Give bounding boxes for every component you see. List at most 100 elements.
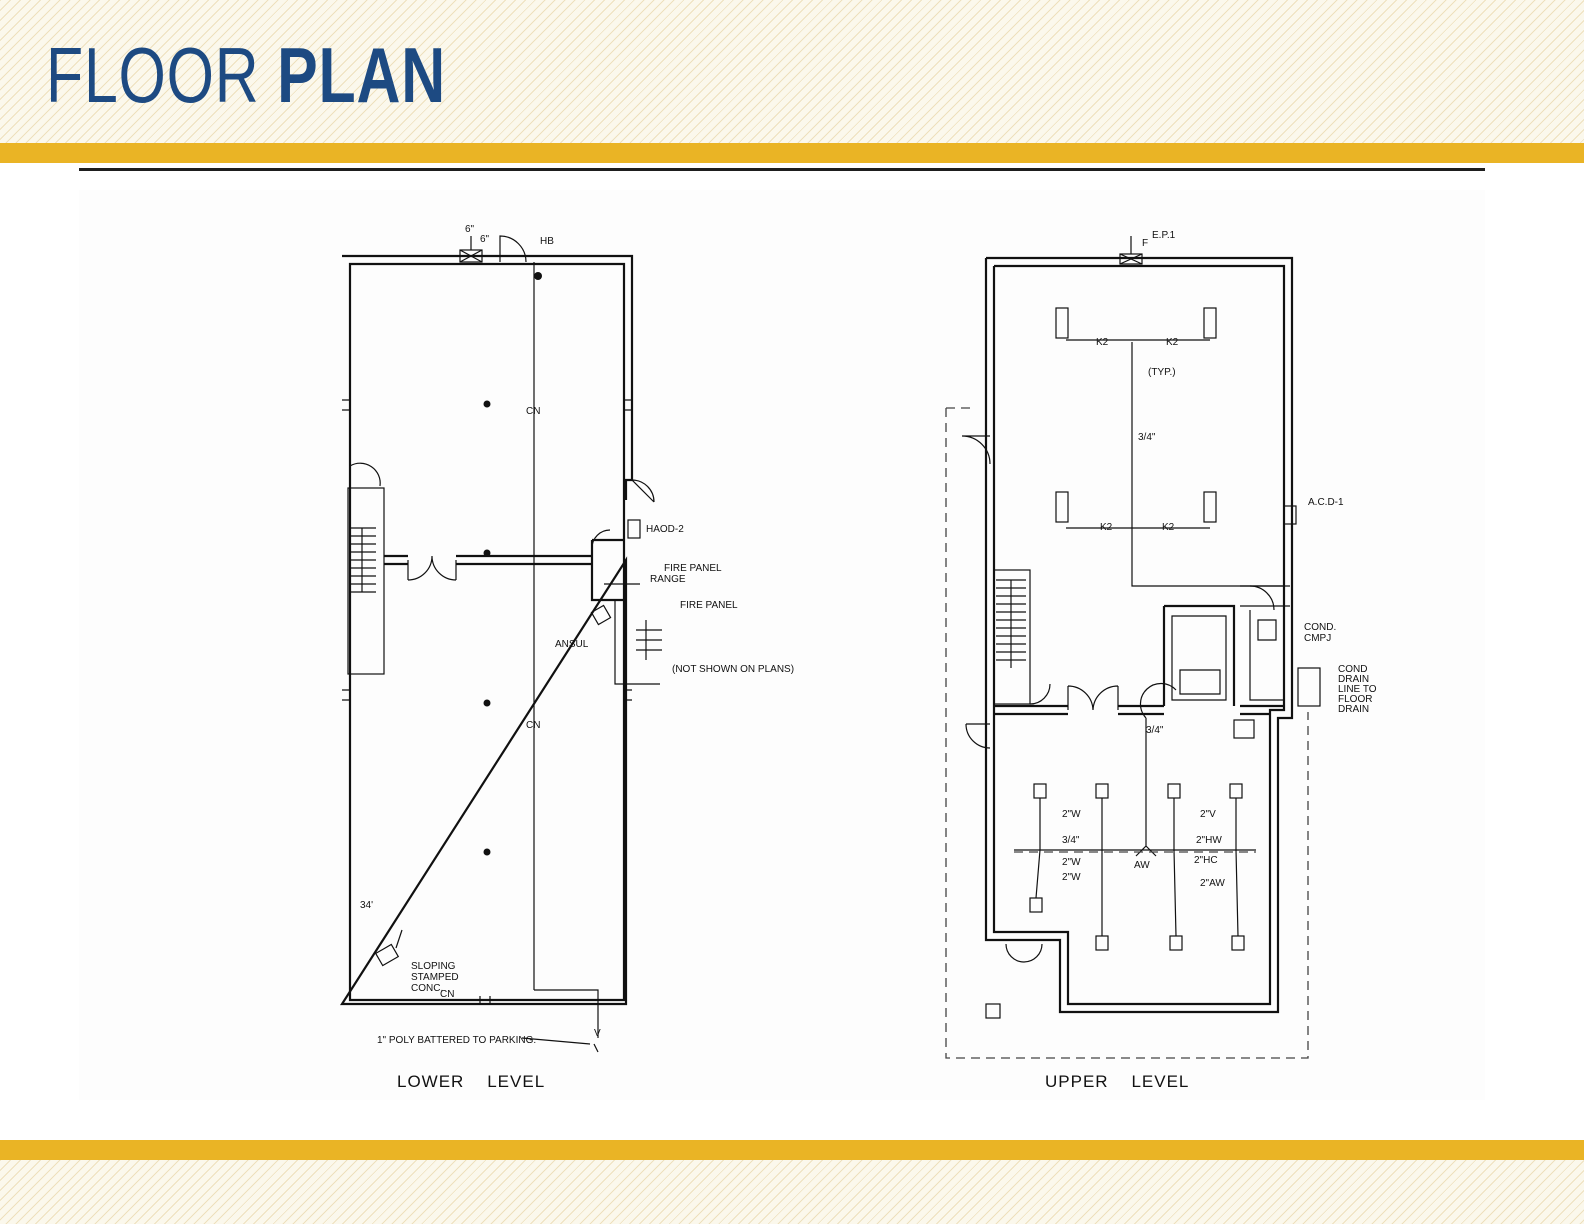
page-title-light: FLOOR [46,31,260,119]
upper-fixture-branches [1035,798,1239,937]
upper-stair-treads [996,579,1026,668]
lower-label-haod: HAOD-2 [646,524,684,535]
upper-toilet-room [1240,585,1290,701]
lower-gas-branch [604,583,660,685]
lower-label-sloping-2: STAMPED [411,972,459,983]
lower-label-hb: HB [540,236,554,247]
upper-double-door [1067,685,1119,711]
upper-label-f: F [1142,238,1148,249]
upper-label-acd: A.C.D-1 [1308,497,1344,508]
upper-level-plan: E.P.1 F K2 K2 (TYP.) 3/4" A.C.D-1 K2 K2 … [945,230,1377,1091]
upper-level-caption: UPPER LEVEL [1045,1072,1189,1091]
upper-label-pipe-a: 3/4" [1062,835,1080,846]
upper-refrigerant-line [1135,682,1177,857]
upper-deck-outline [945,407,1309,1059]
lower-haod-unit [627,519,641,539]
lower-label-sloping-3: CONC. [411,983,443,994]
upper-mid-wall [994,704,1284,716]
lower-label-v: V [594,1028,601,1039]
upper-fixture [1095,783,1109,799]
upper-west-door-2 [965,723,991,749]
upper-k2-unit [1055,491,1069,523]
upper-deck-post [985,1003,1001,1019]
page-title: FLOOR PLAN [46,30,446,120]
lower-label-ansul: ANSUL [555,639,589,650]
lower-label-dim: 34' [360,900,373,911]
lower-level-caption: LOWER LEVEL [397,1072,545,1091]
header-gold-band [0,143,1584,163]
upper-south-door [1005,943,1043,963]
upper-k2-unit [1203,307,1217,339]
footer-hatch-background [0,1160,1584,1224]
upper-k2-unit [1203,491,1217,523]
lower-sloping-drain [374,943,400,967]
upper-kitchen-room [1162,604,1236,706]
upper-inner-wall [992,264,1286,1006]
lower-east-door [631,479,655,503]
lower-hose-bib [534,272,542,280]
lower-stair-treads [350,527,376,593]
upper-fixture [1231,935,1245,951]
lower-pilasters [342,399,632,1004]
lower-divider-wall [384,554,592,566]
lower-poly-leader [521,1037,599,1053]
lower-double-door [407,555,457,581]
upper-label-drain-5: DRAIN [1338,704,1369,715]
upper-label-34-b: 3/4" [1146,725,1164,736]
upper-label-k2-d: K2 [1162,522,1175,533]
upper-k2-unit [1055,307,1069,339]
upper-label-drain-2: DRAIN [1338,674,1369,685]
lower-stair-box [347,487,385,675]
lower-label-poly: 1" POLY BATTERED TO PARKING. [377,1035,536,1046]
lower-label-fire-panel-2: FIRE PANEL [680,600,738,611]
upper-cond-box [1233,719,1255,739]
upper-label-pipe-g: AW [1134,860,1150,871]
lower-label-6in-b: 6" [480,234,490,245]
lower-label-cn-2: CN [526,720,540,731]
upper-label-cond-2: CMPJ [1304,633,1331,644]
page-title-bold: PLAN [277,31,446,119]
upper-fixture [1167,783,1181,799]
lower-sloping-arrow [395,929,403,949]
lower-stair-east [636,620,662,660]
lower-column [483,699,491,707]
upper-fixture [1229,783,1243,799]
upper-label-k2-b: K2 [1166,337,1179,348]
lower-column [483,400,491,408]
lower-label-6in: 6" [465,224,475,235]
upper-label-2w-a: 2"W [1062,809,1081,820]
footer-gold-band [0,1140,1584,1160]
upper-label-ep1: E.P.1 [1152,230,1176,241]
lower-column [483,549,491,557]
lower-mech-room [590,538,624,602]
header-hatch-background [0,0,1584,143]
upper-fixture [1033,783,1047,799]
upper-outer-wall [984,256,1294,1014]
upper-label-pipe-e: 2"HC [1194,855,1218,866]
upper-label-drain-4: FLOOR [1338,694,1372,705]
upper-exhaust-fan-x [1119,236,1143,265]
upper-stair-box [993,569,1031,705]
lower-stair-door [349,462,381,487]
lower-label-not-shown: (NOT SHOWN ON PLANS) [672,664,794,675]
upper-fixture [1095,935,1109,951]
upper-kitchen-fixtures [1171,615,1227,701]
lower-column [483,848,491,856]
lower-label-cn-bottom: CN [440,989,454,1000]
upper-label-cond-1: COND. [1304,622,1336,633]
upper-label-typ: (TYP.) [1148,367,1176,378]
upper-label-drain-1: COND [1338,664,1367,675]
upper-label-pipe-d: 2"W [1062,872,1081,883]
upper-fixture [1029,897,1043,913]
lower-gas-line [533,262,599,1038]
lower-label-fire-panel-1: FIRE PANEL [664,563,722,574]
upper-label-drain-3: LINE TO [1338,684,1377,695]
lower-outer-wall [339,254,634,1006]
lower-label-sloping-1: SLOPING [411,961,456,972]
lower-ansul-box [590,604,612,626]
upper-label-k2-a: K2 [1096,337,1109,348]
lower-north-door [499,235,527,263]
upper-label-2v-a: 2"V [1200,809,1216,820]
upper-west-door-1 [961,435,991,465]
upper-fixture [1169,935,1183,951]
